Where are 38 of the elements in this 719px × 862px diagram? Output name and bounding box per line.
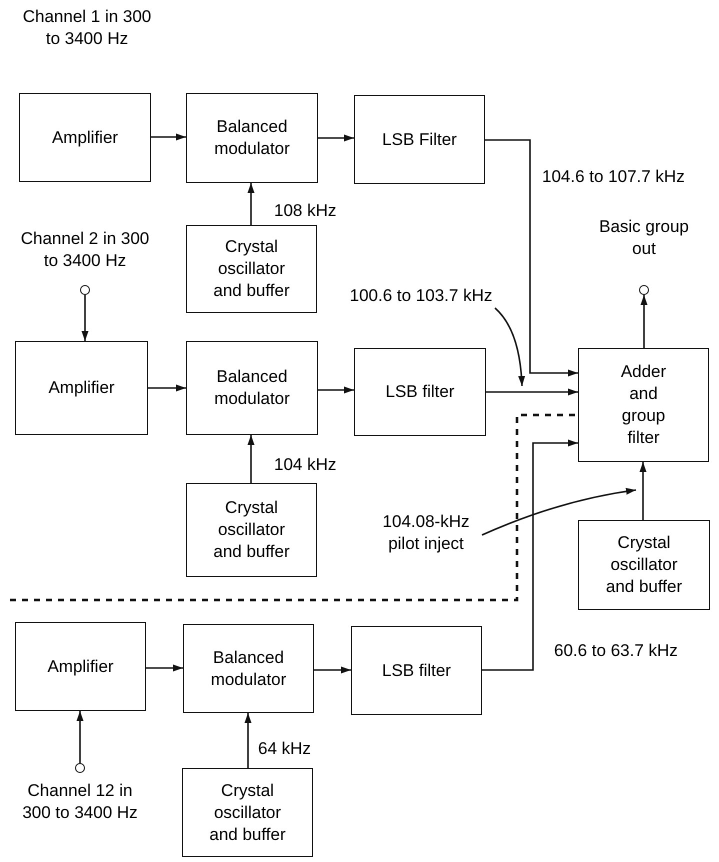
block-box: Balanced modulator — [183, 624, 314, 713]
arrow — [76, 711, 84, 763]
block-box: Amplifier — [19, 93, 151, 182]
arrow — [485, 139, 578, 376]
block-box: Crystal oscillator and buffer — [186, 483, 317, 577]
block-box: Adder and group filter — [578, 348, 709, 462]
terminal-label: Channel 12 in 300 to 3400 Hz — [21, 780, 139, 824]
block-box: Amplifier — [15, 622, 146, 711]
terminal-label: Channel 2 in 300 to 3400 Hz — [20, 228, 150, 272]
arrow — [640, 462, 646, 520]
arrow — [151, 134, 186, 140]
block-box: Crystal oscillator and buffer — [578, 520, 710, 610]
leader-arrow — [494, 307, 525, 386]
arrow — [146, 664, 183, 672]
arrow — [486, 388, 578, 396]
arrow — [244, 713, 252, 768]
arrow — [314, 666, 351, 674]
block-box: LSB filter — [354, 348, 486, 436]
channel-label: Channel 1 in 300 to 3400 Hz — [22, 6, 152, 50]
arrow — [482, 440, 578, 671]
leader-arrow — [482, 488, 636, 536]
arrow — [148, 384, 186, 392]
block-box: LSB filter — [351, 626, 482, 715]
arrow — [248, 435, 254, 483]
arrow — [640, 295, 648, 348]
pilot-label: 104.08-kHz pilot inject — [370, 510, 482, 556]
terminal-label: Basic group out — [598, 216, 690, 260]
frequency-label: 100.6 to 103.7 kHz — [326, 284, 516, 308]
arrow — [82, 295, 88, 341]
block-box: Crystal oscillator and buffer — [186, 225, 317, 313]
block-box: Crystal oscillator and buffer — [182, 768, 313, 857]
block-box: LSB Filter — [354, 95, 485, 184]
block-box: Amplifier — [15, 341, 148, 435]
arrow — [318, 134, 354, 142]
block-box: Balanced modulator — [186, 93, 318, 183]
arrow — [318, 386, 354, 394]
arrow — [248, 183, 254, 225]
block-box: Balanced modulator — [186, 341, 318, 435]
